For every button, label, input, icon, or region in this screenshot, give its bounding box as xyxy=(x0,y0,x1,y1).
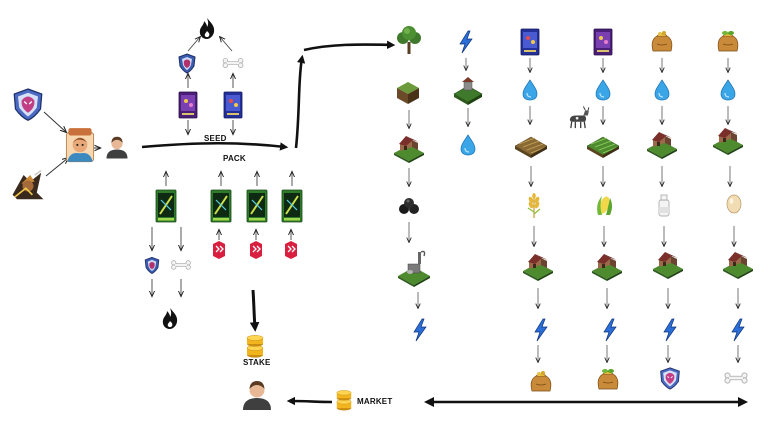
pack-label: PACK xyxy=(223,154,246,163)
lightning-bolt-icon xyxy=(663,318,677,342)
arrow-wolf-to-character xyxy=(45,158,68,177)
barn-icon xyxy=(592,254,622,281)
hive-token-icon xyxy=(249,240,263,260)
lightning-bolt-icon xyxy=(534,318,548,342)
goods-sack-icon xyxy=(651,30,673,52)
bone-icon xyxy=(171,260,191,270)
barn-icon xyxy=(523,254,553,281)
barn-icon xyxy=(647,132,677,159)
goods-sack-icon xyxy=(717,30,739,52)
arrow-shield-top-to-fire xyxy=(187,37,200,52)
lightning-bolt-icon xyxy=(413,318,427,342)
fire-icon xyxy=(199,18,215,39)
mill-machine-icon xyxy=(397,250,431,288)
big-arrow-seed-pack-flow xyxy=(141,141,289,151)
water-drop-icon xyxy=(654,79,670,101)
bone-icon xyxy=(724,372,748,384)
barn-icon xyxy=(723,252,753,279)
gold-coins-icon xyxy=(246,334,264,359)
lightning-bolt-icon xyxy=(731,318,745,342)
shield-icon xyxy=(178,53,196,74)
big-arrow-right-to-farm xyxy=(303,40,396,52)
egg-icon xyxy=(726,194,742,214)
wheat-icon xyxy=(527,192,541,219)
goods-sack-icon xyxy=(597,368,619,390)
big-arrow-up-to-farm xyxy=(294,54,306,149)
user-avatar-icon xyxy=(243,381,271,410)
barn-icon xyxy=(653,252,683,279)
lightning-bolt-icon xyxy=(603,318,617,342)
seed-label: SEED xyxy=(204,134,227,143)
water-well-icon xyxy=(453,76,483,106)
barn-icon xyxy=(394,136,424,163)
land-plot-icon xyxy=(397,82,419,104)
user-avatar-icon xyxy=(106,136,128,159)
seed-card-icon xyxy=(520,28,540,56)
pack-card-icon xyxy=(210,189,232,223)
seed-card-icon xyxy=(178,91,198,119)
pack-card-icon xyxy=(155,189,177,223)
production-column-arrows xyxy=(409,58,738,362)
hive-token-icon xyxy=(212,240,226,260)
wolf-shield-icon xyxy=(13,88,43,121)
water-drop-icon xyxy=(720,79,736,101)
pack-card-icon xyxy=(281,189,303,223)
water-drop-icon xyxy=(595,79,611,101)
crop-field-icon xyxy=(514,136,548,159)
lightning-bolt-icon xyxy=(459,30,473,54)
goat-icon xyxy=(569,105,590,129)
water-drop-icon xyxy=(522,79,538,101)
seed-card-icon xyxy=(223,91,243,119)
market-label: MARKET xyxy=(357,397,393,406)
milk-bottle-icon xyxy=(658,194,670,217)
farmer-character-icon xyxy=(65,127,95,163)
goods-sack-icon xyxy=(530,370,552,392)
pack-card-icon xyxy=(246,189,268,223)
corn-icon xyxy=(597,195,612,216)
barn-icon xyxy=(713,128,743,155)
shield-icon xyxy=(144,256,160,274)
market-bar-right-head xyxy=(738,397,748,407)
crop-field-icon xyxy=(586,136,620,159)
bone-icon xyxy=(222,57,244,69)
coal-icon xyxy=(399,198,419,214)
gold-coins-icon xyxy=(336,390,352,411)
big-arrow-market-to-user xyxy=(286,396,333,406)
fire-icon xyxy=(162,308,178,329)
warrior-card-icon xyxy=(11,169,45,201)
stake-label: STAKE xyxy=(243,358,271,367)
seed-card-icon xyxy=(593,28,613,56)
hive-token-icon xyxy=(284,240,298,260)
tree-icon xyxy=(397,26,421,54)
wolf-shield-icon xyxy=(660,367,680,390)
water-drop-icon xyxy=(460,134,476,156)
arrow-bone-top-to-fire xyxy=(220,37,233,52)
arrow-shield-to-character xyxy=(43,111,66,132)
big-arrow-down-to-stake xyxy=(249,289,260,332)
market-bar-left-head xyxy=(424,397,434,407)
